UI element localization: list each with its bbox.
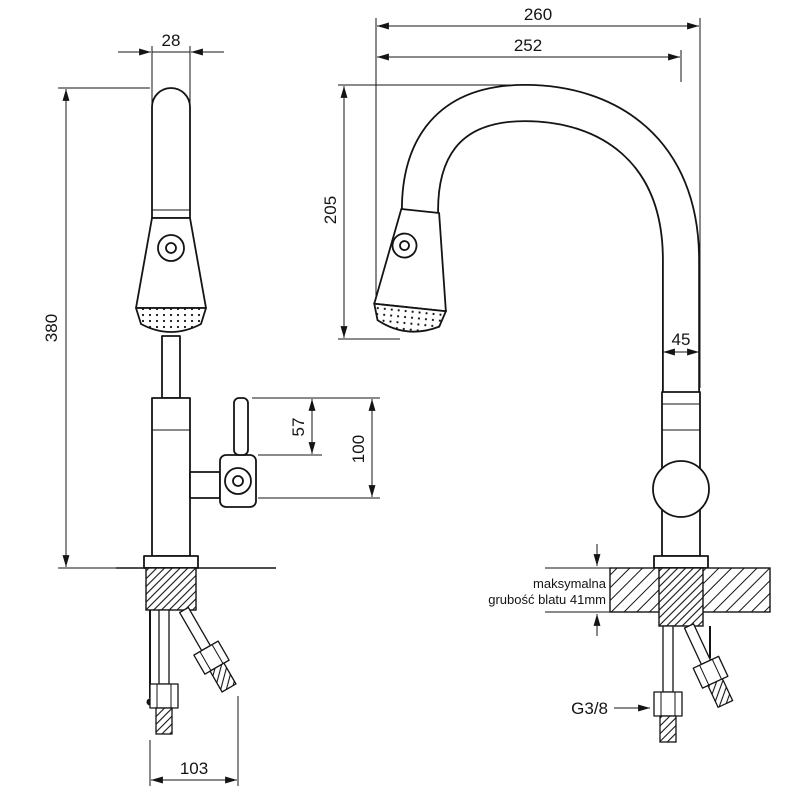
side-mounting xyxy=(653,623,734,743)
dim-label-handle-height: 100 xyxy=(349,435,368,463)
label-thread-size: G3/8 xyxy=(571,699,650,718)
front-hose-right xyxy=(179,606,237,693)
side-body xyxy=(652,391,710,569)
front-spray-head xyxy=(135,87,207,333)
note-line-1: maksymalna xyxy=(533,576,607,591)
side-shank-threads xyxy=(658,567,704,627)
front-handle-connector xyxy=(189,471,221,499)
side-ball-joint xyxy=(652,460,710,518)
side-view: 260 252 205 45 maksymalna grubość blatu … xyxy=(321,5,771,743)
dim-label-spout-height: 205 xyxy=(321,196,340,224)
front-shank-threads xyxy=(145,567,197,611)
note-max-thickness: maksymalna grubość blatu 41mm xyxy=(488,544,610,636)
hose-threaded-tip xyxy=(155,707,173,735)
front-mounting xyxy=(116,567,276,735)
dim-spout-reach: 252 xyxy=(377,36,682,82)
dim-label-lever-height: 57 xyxy=(289,418,308,437)
dim-lever-height: 57 xyxy=(252,397,380,456)
dim-base-span: 103 xyxy=(149,696,239,786)
dim-spout-height: 205 xyxy=(321,84,512,340)
side-hose-right xyxy=(683,623,734,709)
front-view: 28 380 57 100 103 xyxy=(42,31,380,786)
dim-label-overall-depth: 260 xyxy=(524,5,552,24)
dim-body-depth: 45 xyxy=(663,330,699,356)
hose-threaded-tip xyxy=(659,715,677,743)
front-body-column xyxy=(151,397,191,557)
side-base-flange xyxy=(653,555,709,569)
dim-label-spout-reach: 252 xyxy=(514,36,542,55)
front-neck-pipe xyxy=(161,335,181,399)
front-base-flange xyxy=(143,555,199,569)
dim-spout-width: 28 xyxy=(118,31,224,104)
dim-overall-depth: 260 xyxy=(375,5,701,388)
thread-size-label: G3/8 xyxy=(571,699,608,718)
hose-hex-connector xyxy=(653,691,683,717)
front-aerator-face xyxy=(135,307,207,333)
front-body xyxy=(143,335,199,569)
side-counter xyxy=(609,567,771,627)
note-line-2: grubość blatu 41mm xyxy=(488,592,606,607)
front-hose-left xyxy=(149,609,179,735)
dim-label-base-span: 103 xyxy=(180,759,208,778)
hose-hex-connector xyxy=(149,683,179,709)
front-handle xyxy=(189,397,257,508)
side-spout xyxy=(373,83,700,392)
dim-label-overall-height: 380 xyxy=(42,314,61,342)
side-spray-head xyxy=(373,208,448,333)
side-hose-left xyxy=(653,625,683,743)
side-aerator-face xyxy=(373,302,448,333)
dim-overall-height: 380 xyxy=(42,87,150,569)
front-handle-lever xyxy=(233,397,249,456)
hose-threaded-tip xyxy=(209,662,237,693)
dim-label-spout-width: 28 xyxy=(162,31,181,50)
dim-handle-height: 100 xyxy=(258,399,380,499)
hose-threaded-tip xyxy=(707,677,734,709)
dim-label-body-depth: 45 xyxy=(672,330,691,349)
